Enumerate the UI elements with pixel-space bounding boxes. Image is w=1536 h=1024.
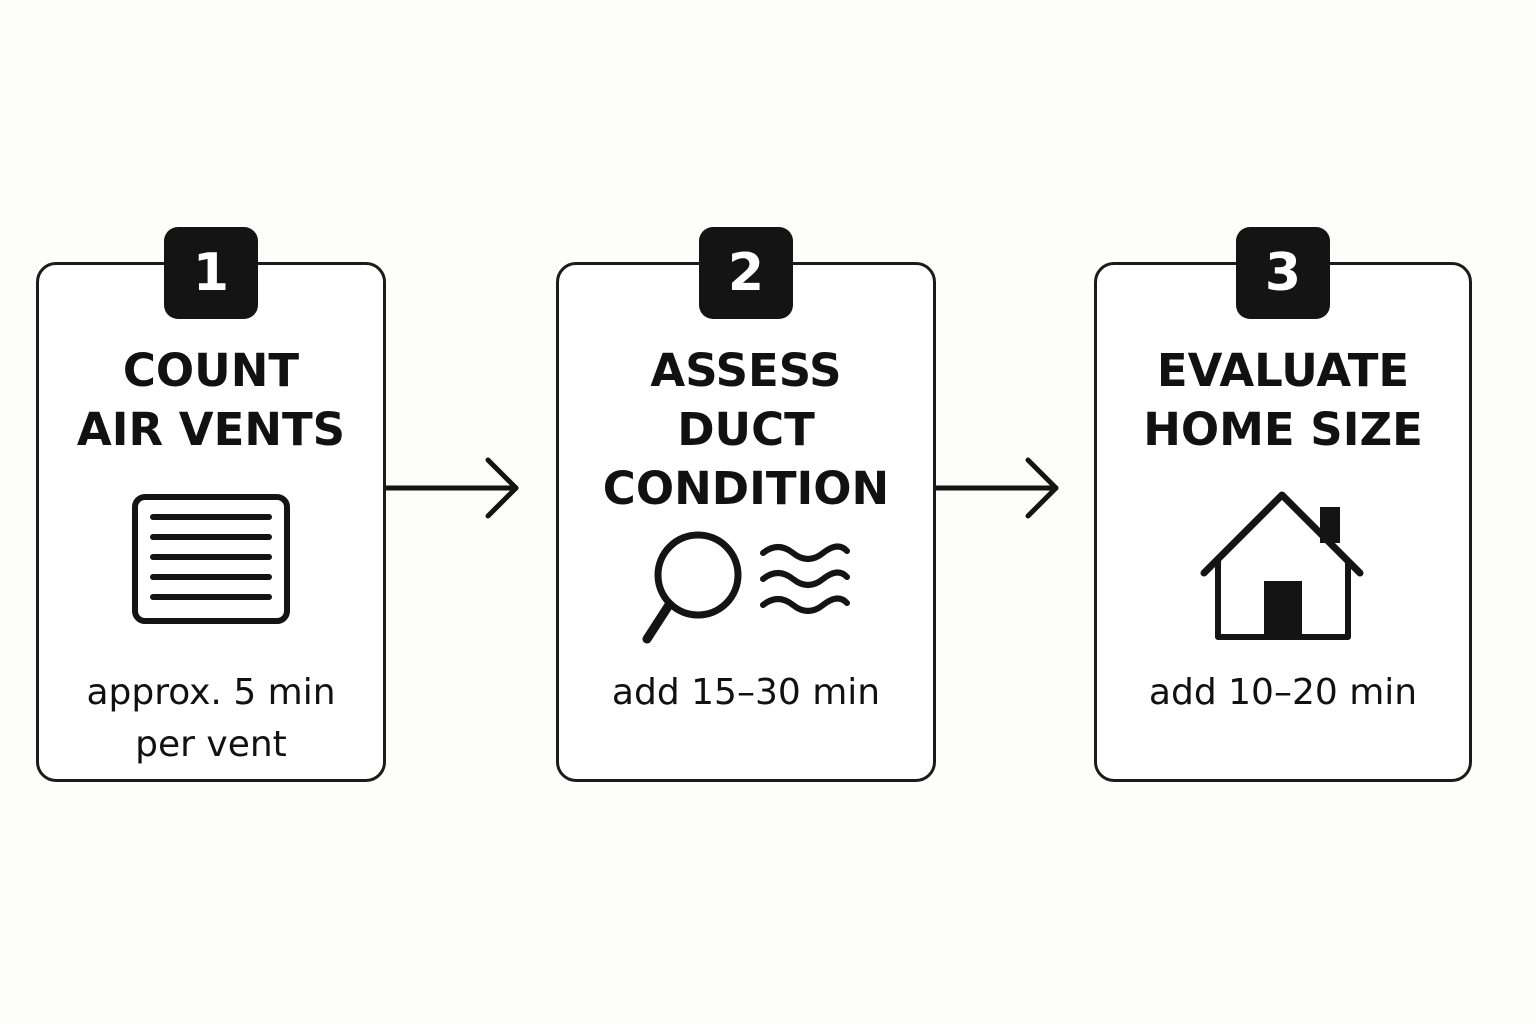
step-caption-1: approx. 5 min per vent [39, 667, 383, 771]
step-card-2: 2 ASSESS DUCT CONDITION add 15–30 min [556, 227, 936, 782]
step-title-1-line-1: COUNT [122, 344, 300, 397]
step-title-2: ASSESS DUCT CONDITION [559, 341, 933, 518]
step-number-badge-3: 3 [1236, 227, 1330, 319]
step-caption-3-line-1: add 10–20 min [1148, 672, 1418, 713]
step-number-badge-1: 1 [164, 227, 258, 319]
step-title-2-line-2: DUCT [677, 403, 815, 456]
step-title-1: COUNT AIR VENTS [39, 341, 383, 459]
step-title-3: EVALUATE HOME SIZE [1097, 341, 1469, 459]
step-title-2-line-3: CONDITION [602, 462, 890, 515]
step-title-3-line-2: HOME SIZE [1143, 403, 1423, 456]
step-title-1-line-2: AIR VENTS [76, 403, 346, 456]
step-caption-3: add 10–20 min [1097, 667, 1469, 719]
step-caption-2-line-1: add 15–30 min [611, 672, 881, 713]
step-card-1: 1 COUNT AIR VENTS approx. 5 min per vent [36, 227, 386, 782]
step-caption-1-line-2: per vent [135, 724, 287, 765]
step-card-3: 3 EVALUATE HOME SIZE add 10–20 min [1094, 227, 1472, 782]
step-number-badge-2: 2 [699, 227, 793, 319]
step-title-2-line-1: ASSESS [650, 344, 842, 397]
step-caption-1-line-1: approx. 5 min [86, 672, 336, 713]
arrow-right-icon [386, 457, 519, 519]
step-title-3-line-1: EVALUATE [1156, 344, 1410, 397]
house-icon [1200, 491, 1364, 640]
magnifier-airflow-icon [642, 531, 850, 644]
step-caption-2: add 15–30 min [559, 667, 933, 719]
arrow-right-icon [936, 457, 1059, 519]
air-vent-icon [132, 494, 290, 624]
